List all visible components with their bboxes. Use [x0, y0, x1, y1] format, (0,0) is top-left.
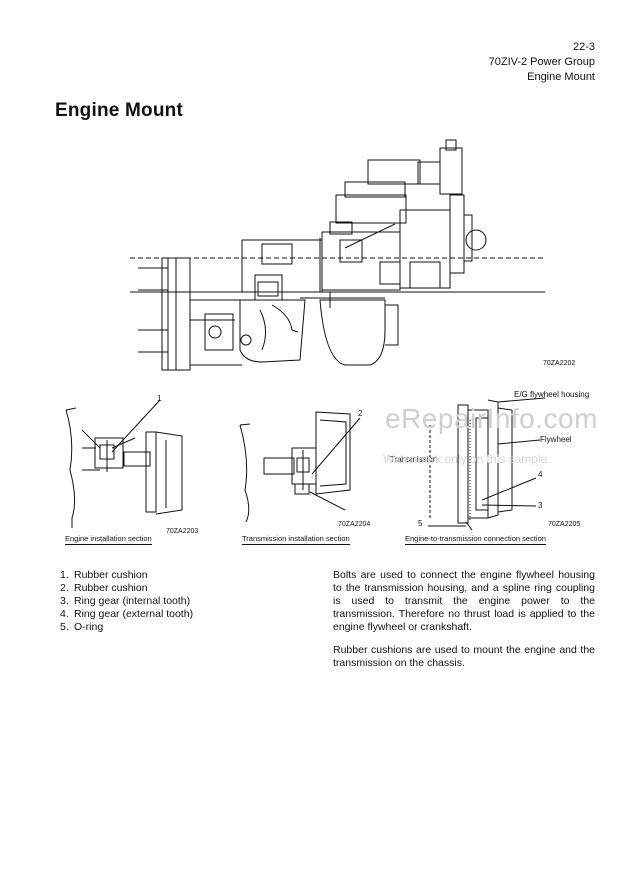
- caption-engine-installation: Engine installation section: [65, 534, 152, 545]
- callout-3: 3: [538, 501, 543, 510]
- callout-4: 4: [538, 470, 543, 479]
- list-item: 3.Ring gear (internal tooth): [60, 595, 191, 607]
- list-item: 2.Rubber cushion: [60, 582, 148, 594]
- watermark-note: Watermark only on this sample: [383, 452, 548, 466]
- callout-2: 2: [358, 409, 363, 418]
- topic-title: Engine Mount: [527, 71, 595, 83]
- figure-code-main: 70ZA2202: [543, 360, 576, 367]
- figure-code-connection: 70ZA2205: [548, 521, 581, 528]
- page-title: Engine Mount: [55, 100, 183, 121]
- figure-code-transmission: 70ZA2204: [338, 521, 371, 528]
- label-flywheel: Flywheel: [540, 435, 572, 444]
- label-transmission: Transmission: [390, 455, 438, 464]
- caption-transmission-installation: Transmission installation section: [242, 534, 350, 545]
- callout-5: 5: [418, 519, 423, 528]
- section-title: 70ZIV-2 Power Group: [488, 56, 595, 68]
- list-item: 1.Rubber cushion: [60, 569, 148, 581]
- connection-drawing: [428, 397, 546, 531]
- callout-1: 1: [157, 394, 162, 403]
- page-header: 22-3 70ZIV-2 Power Group Engine Mount: [489, 40, 595, 85]
- list-item: 4.Ring gear (external tooth): [60, 608, 194, 620]
- parts-list: 1.Rubber cushion 2.Rubber cushion 3.Ring…: [60, 569, 193, 634]
- list-item: 5.O-ring: [60, 621, 104, 633]
- description-paragraph-1: Bolts are used to connect the engine fly…: [333, 569, 595, 633]
- transmission-installation-drawing: [239, 411, 361, 523]
- watermark-logo: eRepairInfo.com: [385, 403, 598, 434]
- description-paragraph-2: Rubber cushions are used to mount the en…: [333, 644, 595, 669]
- label-eg-flywheel-housing: E/G flywheel housing: [514, 390, 590, 399]
- page-number: 22-3: [572, 41, 595, 53]
- engine-assembly-drawing: [130, 139, 545, 371]
- figure-code-engine: 70ZA2203: [166, 528, 199, 535]
- engine-installation-drawing: [65, 399, 183, 528]
- caption-connection: Engine-to-transmission connection sectio…: [405, 534, 546, 545]
